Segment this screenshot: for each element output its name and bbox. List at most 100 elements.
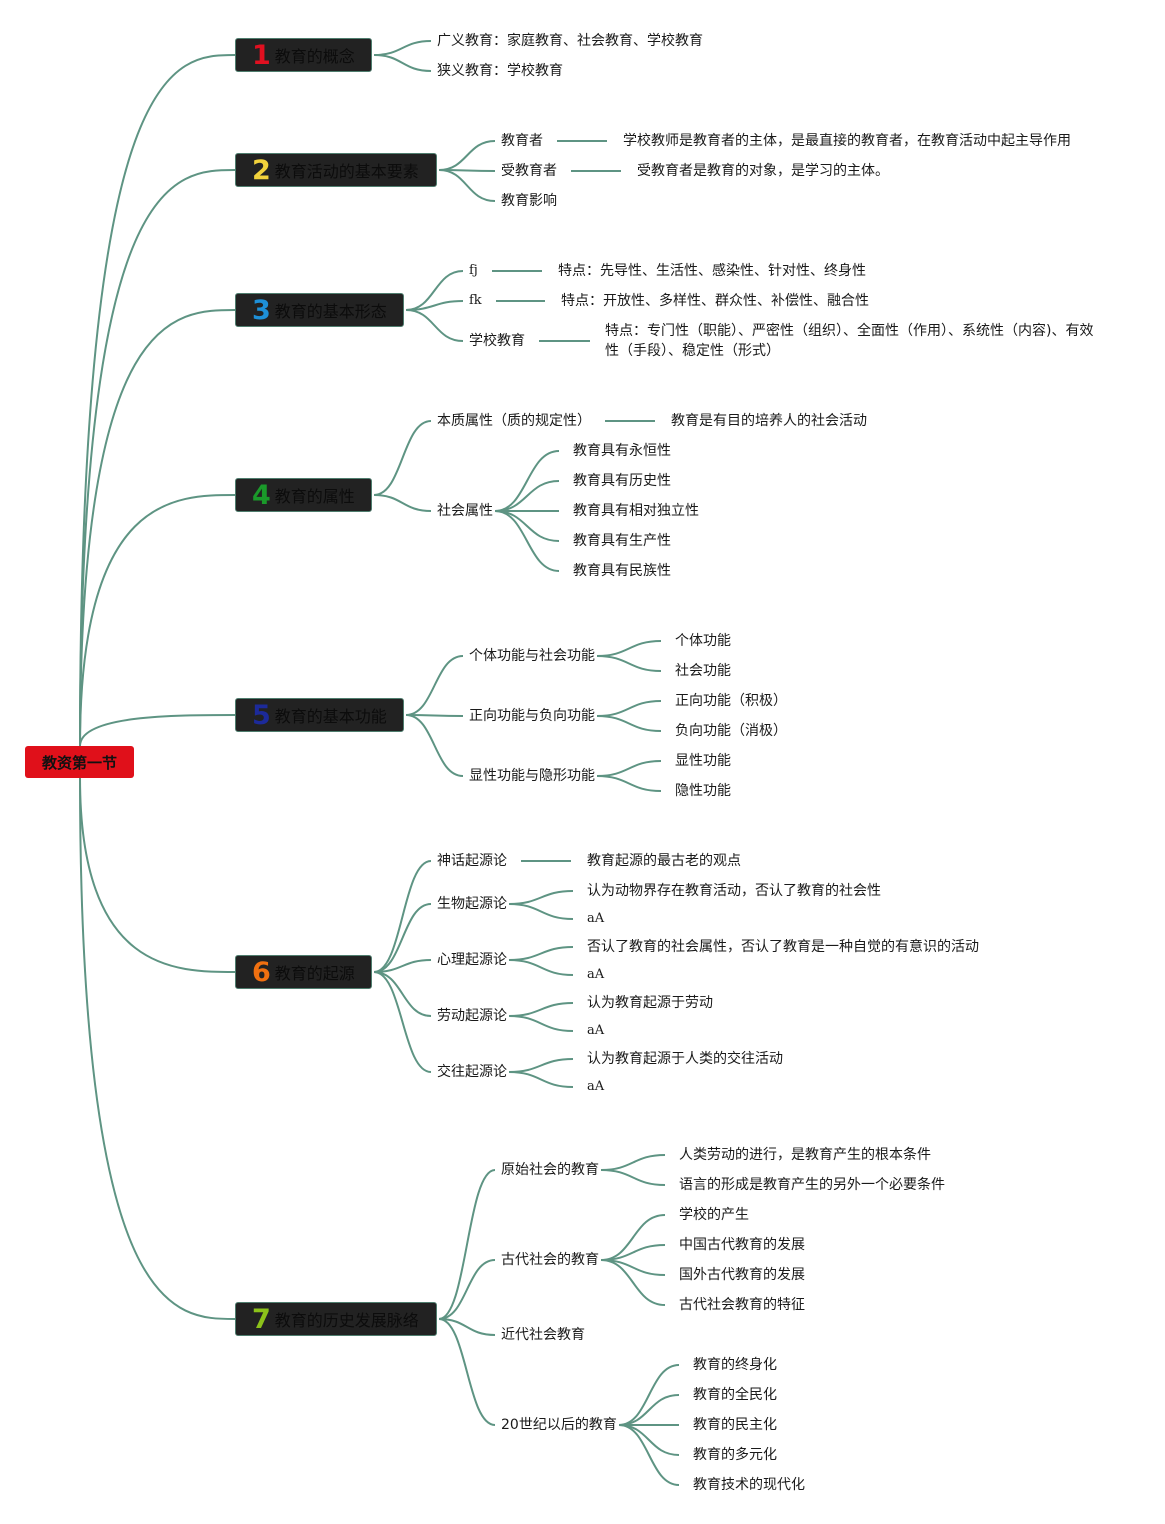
branch-connector (405, 714, 464, 717)
subtopic-explicit-implicit[interactable]: 显性功能与隐形功能 (469, 768, 595, 784)
leaf-node[interactable]: 认为教育起源于劳动 (587, 995, 713, 1011)
subtopic-school-education[interactable]: 学校教育 (469, 333, 525, 349)
branch-connector (373, 420, 432, 496)
subtopic-myth-theory[interactable]: 神话起源论 (437, 853, 507, 869)
subtopic-labor-theory[interactable]: 劳动起源论 (437, 1008, 507, 1024)
leaf-node[interactable]: 教育的民主化 (693, 1417, 777, 1433)
topic-basic-elements[interactable]: 2 教育活动的基本要素 (235, 153, 437, 187)
leaf-node[interactable]: 负向功能（消极） (675, 723, 787, 739)
note-fk[interactable]: 特点：开放性、多样性、群众性、补偿性、融合性 (561, 293, 869, 309)
leaf-node[interactable]: 教育技术的现代化 (693, 1477, 805, 1493)
branch-connector (618, 1364, 680, 1426)
number-6-icon: 6 (252, 956, 271, 988)
leaf-node[interactable]: aA (587, 1079, 605, 1094)
topic-basic-functions[interactable]: 5 教育的基本功能 (235, 698, 404, 732)
topic-label: 教育活动的基本要素 (274, 162, 419, 181)
branch-connector (373, 40, 432, 56)
root-connector (79, 169, 236, 747)
branch-connector (596, 715, 662, 732)
leaf-node[interactable]: aA (587, 967, 605, 982)
subtopic-influence[interactable]: 教育影响 (501, 193, 557, 209)
leaf-node[interactable]: 语言的形成是教育产生的另外一个必要条件 (679, 1177, 945, 1193)
leaf-node[interactable]: 教育具有永恒性 (573, 443, 671, 459)
branch-connector (494, 480, 560, 512)
leaf-node[interactable]: 隐性功能 (675, 783, 731, 799)
branch-connector (438, 169, 496, 202)
root-connector (79, 309, 236, 747)
subtopic-20th-century[interactable]: 20世纪以后的教育 (501, 1417, 617, 1433)
subtopic-primitive-society[interactable]: 原始社会的教育 (501, 1162, 599, 1178)
note-essential-attribute[interactable]: 教育是有目的培养人的社会活动 (671, 413, 867, 429)
note-educator[interactable]: 学校教师是教育者的主体，是最直接的教育者，在教育活动中起主导作用 (623, 133, 1071, 149)
branch-connector (596, 640, 662, 657)
subtopic-narrow-education[interactable]: 狭义教育：学校教育 (437, 63, 563, 79)
leaf-node[interactable]: 教育具有相对独立性 (573, 503, 699, 519)
subtopic-communication-theory[interactable]: 交往起源论 (437, 1064, 507, 1080)
leaf-node[interactable]: 古代社会教育的特征 (679, 1297, 805, 1313)
branch-connector (600, 1169, 666, 1186)
subtopic-broad-education[interactable]: 广义教育：家庭教育、社会教育、学校教育 (437, 33, 703, 49)
leaf-node[interactable]: 教育具有民族性 (573, 563, 671, 579)
leaf-node[interactable]: 正向功能（积极） (675, 693, 787, 709)
topic-origin[interactable]: 6 教育的起源 (235, 955, 372, 989)
leaf-node[interactable]: 否认了教育的社会属性，否认了教育是一种自觉的有意识的活动 (587, 939, 979, 955)
leaf-node[interactable]: 教育具有生产性 (573, 533, 671, 549)
leaf-node[interactable]: aA (587, 911, 605, 926)
subtopic-biological-theory[interactable]: 生物起源论 (437, 896, 507, 912)
leaf-node[interactable]: 个体功能 (675, 633, 731, 649)
note-learner[interactable]: 受教育者是教育的对象，是学习的主体。 (637, 163, 889, 179)
leaf-node[interactable]: 教育的全民化 (693, 1387, 777, 1403)
branch-connector (596, 760, 662, 777)
branch-connector (508, 1015, 574, 1032)
leaf-node[interactable]: 中国古代教育的发展 (679, 1237, 805, 1253)
subtopic-fk[interactable]: fk (469, 293, 482, 308)
subtopic-modern-society[interactable]: 近代社会教育 (501, 1327, 585, 1343)
leaf-node[interactable]: aA (587, 1023, 605, 1038)
number-2-icon: 2 (252, 154, 271, 186)
leaf-node[interactable]: 教育的终身化 (693, 1357, 777, 1373)
note-school-education[interactable]: 特点：专门性（职能）、严密性（组织）、全面性（作用）、系统性（内容)、有效性（手… (605, 323, 1094, 359)
leaf-node[interactable]: 认为教育起源于人类的交往活动 (587, 1051, 783, 1067)
leaf-node[interactable]: 教育的多元化 (693, 1447, 777, 1463)
subtopic-fj[interactable]: fj (469, 263, 478, 278)
number-1-icon: 1 (252, 39, 271, 71)
branch-connector (596, 775, 662, 792)
leaf-node[interactable]: 教育具有历史性 (573, 473, 671, 489)
leaf-node[interactable]: 认为动物界存在教育活动，否认了教育的社会性 (587, 883, 881, 899)
branch-connector (438, 1169, 496, 1320)
subtopic-educator[interactable]: 教育者 (501, 133, 543, 149)
root-node[interactable]: 教资第一节 (25, 746, 134, 778)
leaf-node[interactable]: 学校的产生 (679, 1207, 749, 1223)
subtopic-positive-negative[interactable]: 正向功能与负向功能 (469, 708, 595, 724)
topic-label: 教育的概念 (274, 47, 355, 66)
topic-label: 教育的基本功能 (274, 707, 387, 726)
topic-concept[interactable]: 1 教育的概念 (235, 38, 372, 72)
leaf-node[interactable]: 显性功能 (675, 753, 731, 769)
branch-connector (494, 510, 560, 542)
note-myth-theory[interactable]: 教育起源的最古老的观点 (587, 853, 741, 869)
note-fj[interactable]: 特点：先导性、生活性、感染性、针对性、终身性 (558, 263, 866, 279)
subtopic-individual-social[interactable]: 个体功能与社会功能 (469, 648, 595, 664)
subtopic-essential-attribute[interactable]: 本质属性（质的规定性） (437, 413, 591, 429)
branch-connector (508, 959, 574, 976)
branch-connector (373, 959, 432, 973)
leaf-node[interactable]: 人类劳动的进行，是教育产生的根本条件 (679, 1147, 931, 1163)
root-connector (79, 714, 236, 747)
topic-label: 教育的基本形态 (274, 302, 387, 321)
branch-connector (405, 714, 464, 777)
leaf-node[interactable]: 国外古代教育的发展 (679, 1267, 805, 1283)
root-connector (79, 494, 236, 747)
subtopic-learner[interactable]: 受教育者 (501, 163, 557, 179)
topic-attributes[interactable]: 4 教育的属性 (235, 478, 372, 512)
branch-connector (373, 971, 432, 1017)
subtopic-psychological-theory[interactable]: 心理起源论 (437, 952, 507, 968)
branch-connector (508, 890, 574, 905)
leaf-node[interactable]: 社会功能 (675, 663, 731, 679)
subtopic-social-attribute[interactable]: 社会属性 (437, 503, 493, 519)
root-connector (79, 777, 236, 973)
topic-basic-forms[interactable]: 3 教育的基本形态 (235, 293, 404, 327)
topic-label: 教育的属性 (274, 487, 355, 506)
root-connector (79, 777, 236, 1320)
subtopic-ancient-society[interactable]: 古代社会的教育 (501, 1252, 599, 1268)
topic-history[interactable]: 7 教育的历史发展脉络 (235, 1302, 437, 1336)
